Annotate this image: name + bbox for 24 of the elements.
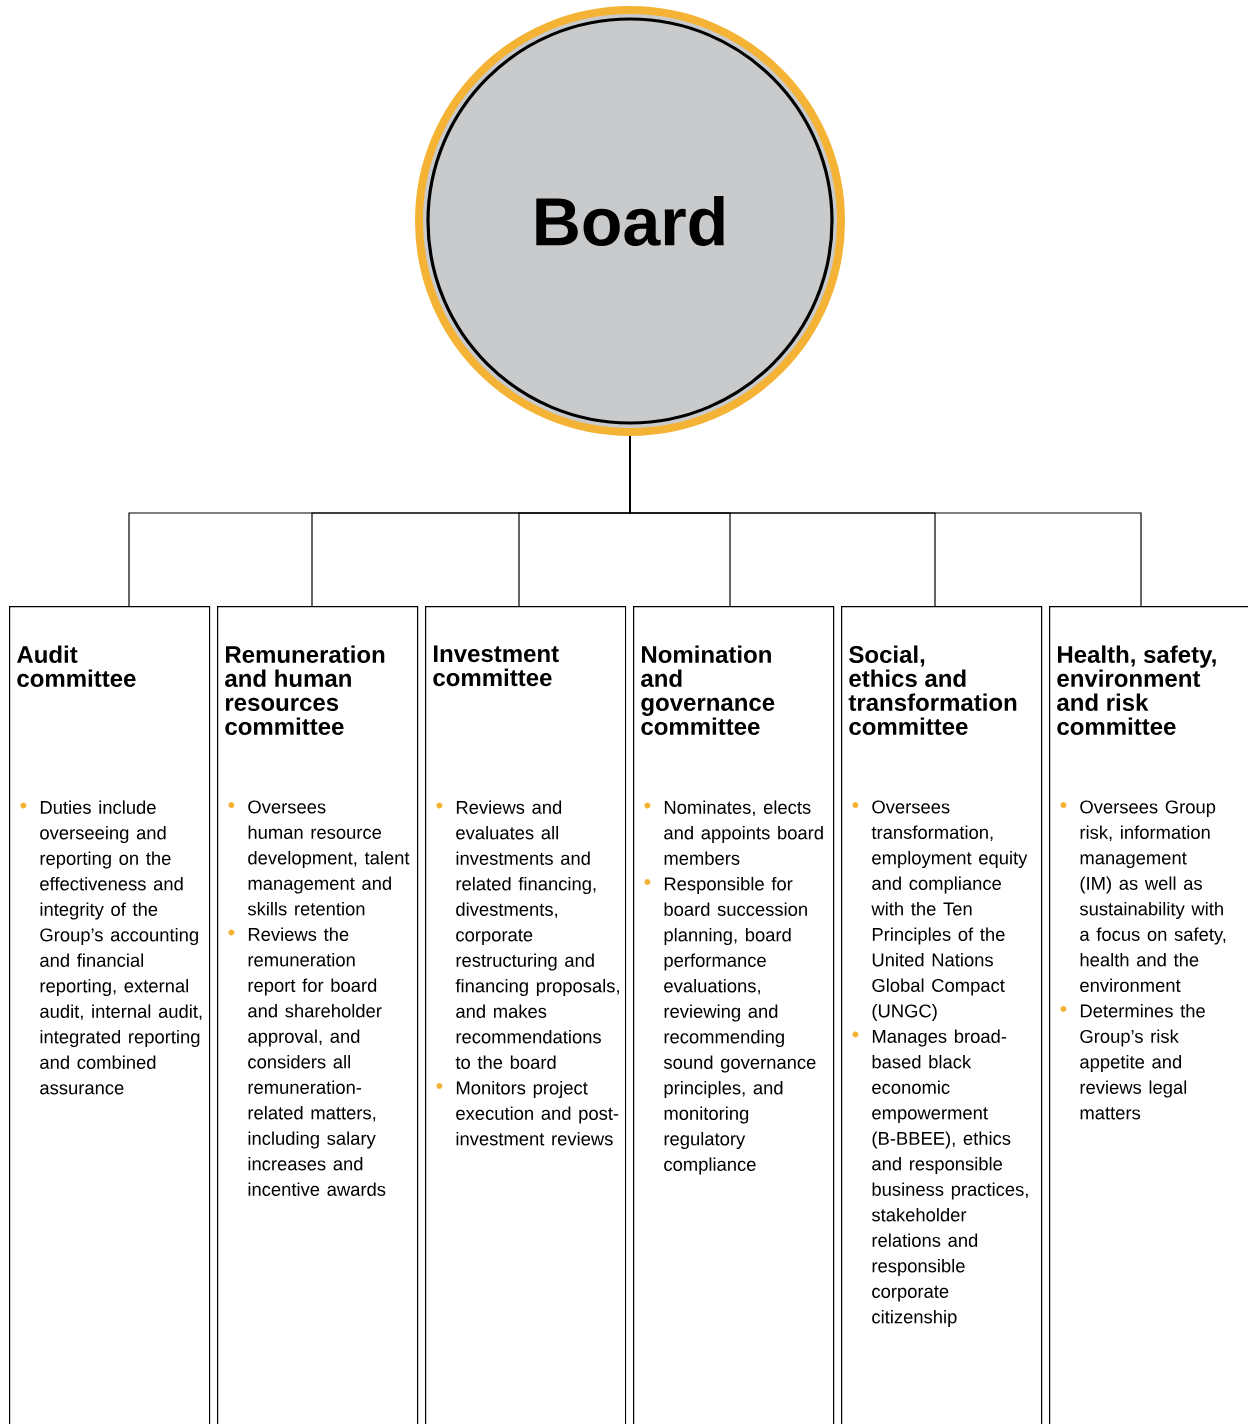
committee-box — [217, 606, 419, 1424]
committee-heading: Health, safety, environment and risk committee — [1057, 645, 1216, 735]
connector-line — [629, 435, 1142, 607]
committee-heading: Remuneration and human resources committee — [225, 645, 385, 735]
bullet-text: Monitors project execution and post-investment reviews — [456, 1080, 619, 1146]
bullet-text: Oversees transformation, employment equity and compliance with the Ten Principles of the United Nations Global Compact (UNGC) — [871, 800, 1028, 1022]
bullet-text: Responsible for board succession planning, board performance evaluations, reviewing and recommending sound governance principles, and monitoring regulatory compliance — [663, 876, 816, 1175]
bullet-text: Reviews the remuneration report for board and shareholder approval, and considers all remuneration-related matters, including salary increases and incentive awards — [248, 927, 386, 1196]
committee-box — [425, 606, 627, 1424]
bullet-text: Determines the Group’s risk appetite and reviews legal matters — [1080, 1003, 1205, 1120]
committee-heading: Nomination and governance committee — [641, 645, 775, 735]
committee-heading: Social, ethics and transformation committee — [848, 645, 1017, 735]
bullet-text: Duties include overseeing and reporting on the effectiveness and integrity of the Group’s accounting and financial reporting, external audit, internal audit, integrated reporting and combined assurance — [40, 800, 202, 1095]
bullet-text: Manages broad-based black economic empowerment (B-BBEE), ethics and responsible business practices, stakeholder relations and responsible corporate citizenship — [871, 1029, 1028, 1328]
committee-box — [633, 606, 835, 1424]
committee-box — [9, 606, 211, 1424]
committee-box — [1049, 606, 1248, 1424]
committee-heading: Investment committee — [433, 645, 559, 687]
bullet-text: Reviews and evaluates all investments and related financing, divestments, corporate restructuring and financing proposals, and makes recommendations to the board — [455, 800, 619, 1069]
bullet-text: Oversees human resource development, talent management and skills retention — [247, 800, 410, 916]
bullet-text: Oversees Group risk, information management (IM) as well as sustainability with a focus on safety, health and the environment — [1079, 800, 1226, 992]
committee-box — [841, 606, 1043, 1424]
committee-heading: Audit committee — [17, 645, 136, 687]
bullet-text: Nominates, elects and appoints board members — [664, 800, 823, 865]
